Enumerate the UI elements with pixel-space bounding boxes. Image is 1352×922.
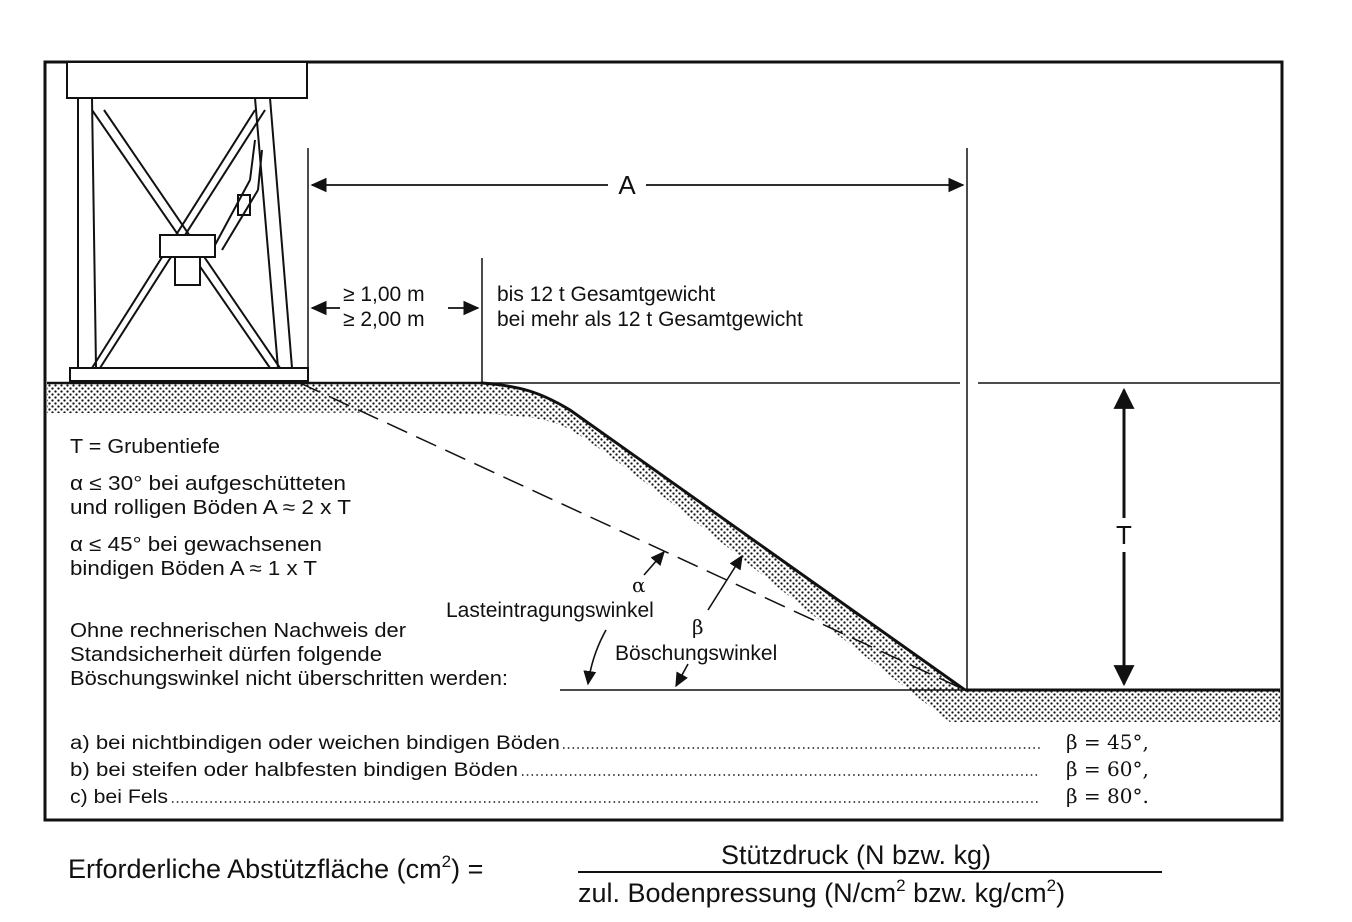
rule-a-value: β = 45°, <box>1066 730 1149 754</box>
rules-list: a) bei nichtbindigen oder weichen bindig… <box>70 730 1149 808</box>
beta-label: Böschungswinkel <box>615 642 777 665</box>
note-line-3: Böschungswinkel nicht überschritten werd… <box>70 668 508 690</box>
note-line-1: Ohne rechnerischen Nachweis der <box>70 620 406 642</box>
load-angle-dashed-line <box>299 382 966 691</box>
legend: T = Grubentiefe α ≤ 30° bei aufgeschütte… <box>70 436 508 690</box>
rule-c-text: c) bei Fels <box>70 787 168 808</box>
alpha-arc-pointer <box>583 629 607 686</box>
support-area-formula: Erforderliche Abstützfläche (cm2) = Stüt… <box>68 840 1162 908</box>
legend-t-definition: T = Grubentiefe <box>70 436 220 458</box>
legend-alpha30-line2: und rolligen Böden A ≈ 2 x T <box>70 497 351 519</box>
weight-label-12t: bis 12 t Gesamtgewicht <box>497 283 715 306</box>
dimension-a-label: A <box>618 170 636 200</box>
legend-alpha45-line1: α ≤ 45° bei gewachsenen <box>70 534 322 556</box>
slope-line <box>481 381 966 692</box>
angle-annotations: α Lasteintragungswinkel β Böschungswinke… <box>446 550 777 688</box>
formula-denominator: zul. Bodenpressung (N/cm2 bzw. kg/cm2) <box>578 876 1065 908</box>
dimension-t-label: T <box>1116 520 1132 550</box>
note-line-2: Standsicherheit dürfen folgende <box>70 644 382 666</box>
distance-min-12t: ≥ 1,00 m <box>343 283 425 306</box>
crane-icon <box>66 61 309 382</box>
rule-a-text: a) bei nichtbindigen oder weichen bindig… <box>70 733 560 754</box>
weight-label-over-12t: bei mehr als 12 t Gesamtgewicht <box>497 308 803 331</box>
diagram-frame <box>43 60 1284 822</box>
rule-c-value: β = 80°. <box>1066 784 1149 808</box>
distance-min-over-12t: ≥ 2,00 m <box>343 308 425 331</box>
legend-alpha45-line2: bindigen Böden A ≈ 1 x T <box>70 558 317 580</box>
alpha-pointer <box>643 550 665 576</box>
formula-numerator: Stützdruck (N bzw. kg) <box>721 840 991 870</box>
alpha-symbol: α <box>632 573 646 597</box>
beta-pointer <box>707 554 743 611</box>
rule-b-text: b) bei steifen oder halbfesten bindigen … <box>70 760 518 781</box>
rule-b-value: β = 60°, <box>1066 757 1149 781</box>
alpha-label: Lasteintragungswinkel <box>446 599 654 622</box>
beta-arc-pointer <box>675 663 689 688</box>
formula-lhs: Erforderliche Abstützfläche (cm2) = <box>68 852 483 884</box>
beta-symbol: β <box>692 615 704 639</box>
legend-alpha30-line1: α ≤ 30° bei aufgeschütteten <box>70 473 346 495</box>
